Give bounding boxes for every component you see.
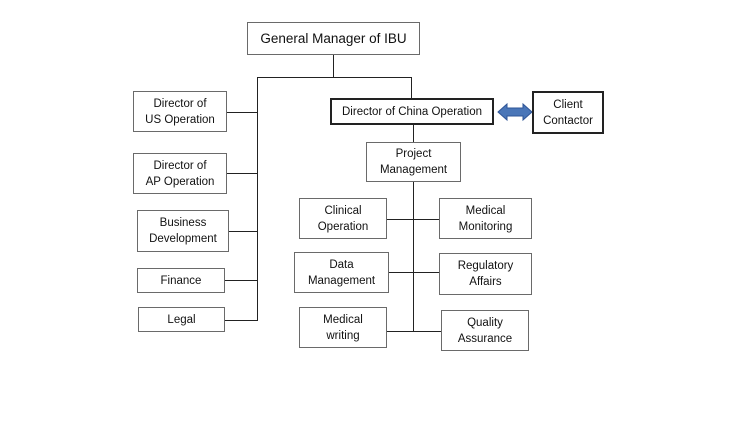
finance-label: Finance	[160, 274, 202, 287]
connector	[225, 280, 258, 281]
connector	[413, 182, 414, 331]
clinical-operation-box: Clinical Operation	[299, 198, 387, 239]
quality-assurance-label: Quality Assurance	[457, 316, 513, 345]
ap-operation-box: Director of AP Operation	[133, 153, 227, 194]
medical-writing-label: Medical writing	[323, 313, 363, 342]
us-operation-box: Director of US Operation	[133, 91, 227, 132]
us-operation-label: Director of US Operation	[145, 97, 215, 126]
data-management-label: Data Management	[307, 258, 376, 287]
project-management-label: Project Management	[379, 148, 448, 176]
medical-monitoring-label: Medical Monitoring	[458, 204, 513, 233]
connector	[227, 173, 258, 174]
connector	[413, 125, 414, 142]
connector	[387, 219, 439, 220]
connector	[227, 112, 258, 113]
connector	[257, 77, 258, 321]
data-management-box: Data Management	[294, 252, 389, 293]
ap-operation-label: Director of AP Operation	[145, 159, 215, 188]
medical-writing-box: Medical writing	[299, 307, 387, 348]
business-development-box: Business Development	[137, 210, 229, 252]
connector	[225, 320, 258, 321]
legal-box: Legal	[138, 307, 225, 332]
china-operation-label: Director of China Operation	[342, 105, 482, 118]
regulatory-affairs-box: Regulatory Affairs	[439, 253, 532, 295]
general-manager-label: General Manager of IBU	[260, 30, 407, 46]
connector	[387, 331, 441, 332]
connector	[411, 77, 412, 98]
clinical-operation-label: Clinical Operation	[317, 204, 369, 233]
quality-assurance-box: Quality Assurance	[441, 310, 529, 351]
general-manager-box: General Manager of IBU	[247, 22, 420, 55]
double-arrow-icon	[497, 102, 533, 122]
china-operation-box: Director of China Operation	[330, 98, 494, 125]
regulatory-affairs-label: Regulatory Affairs	[457, 260, 514, 288]
client-contactor-box: Client Contactor	[532, 91, 604, 134]
connector	[229, 231, 258, 232]
connector	[389, 272, 439, 273]
medical-monitoring-box: Medical Monitoring	[439, 198, 532, 239]
legal-label: Legal	[167, 313, 196, 326]
project-management-box: Project Management	[366, 142, 461, 182]
finance-box: Finance	[137, 268, 225, 293]
connector	[333, 55, 334, 77]
client-contactor-label: Client Contactor	[543, 98, 593, 127]
business-development-label: Business Development	[149, 217, 217, 245]
connector	[257, 77, 412, 78]
